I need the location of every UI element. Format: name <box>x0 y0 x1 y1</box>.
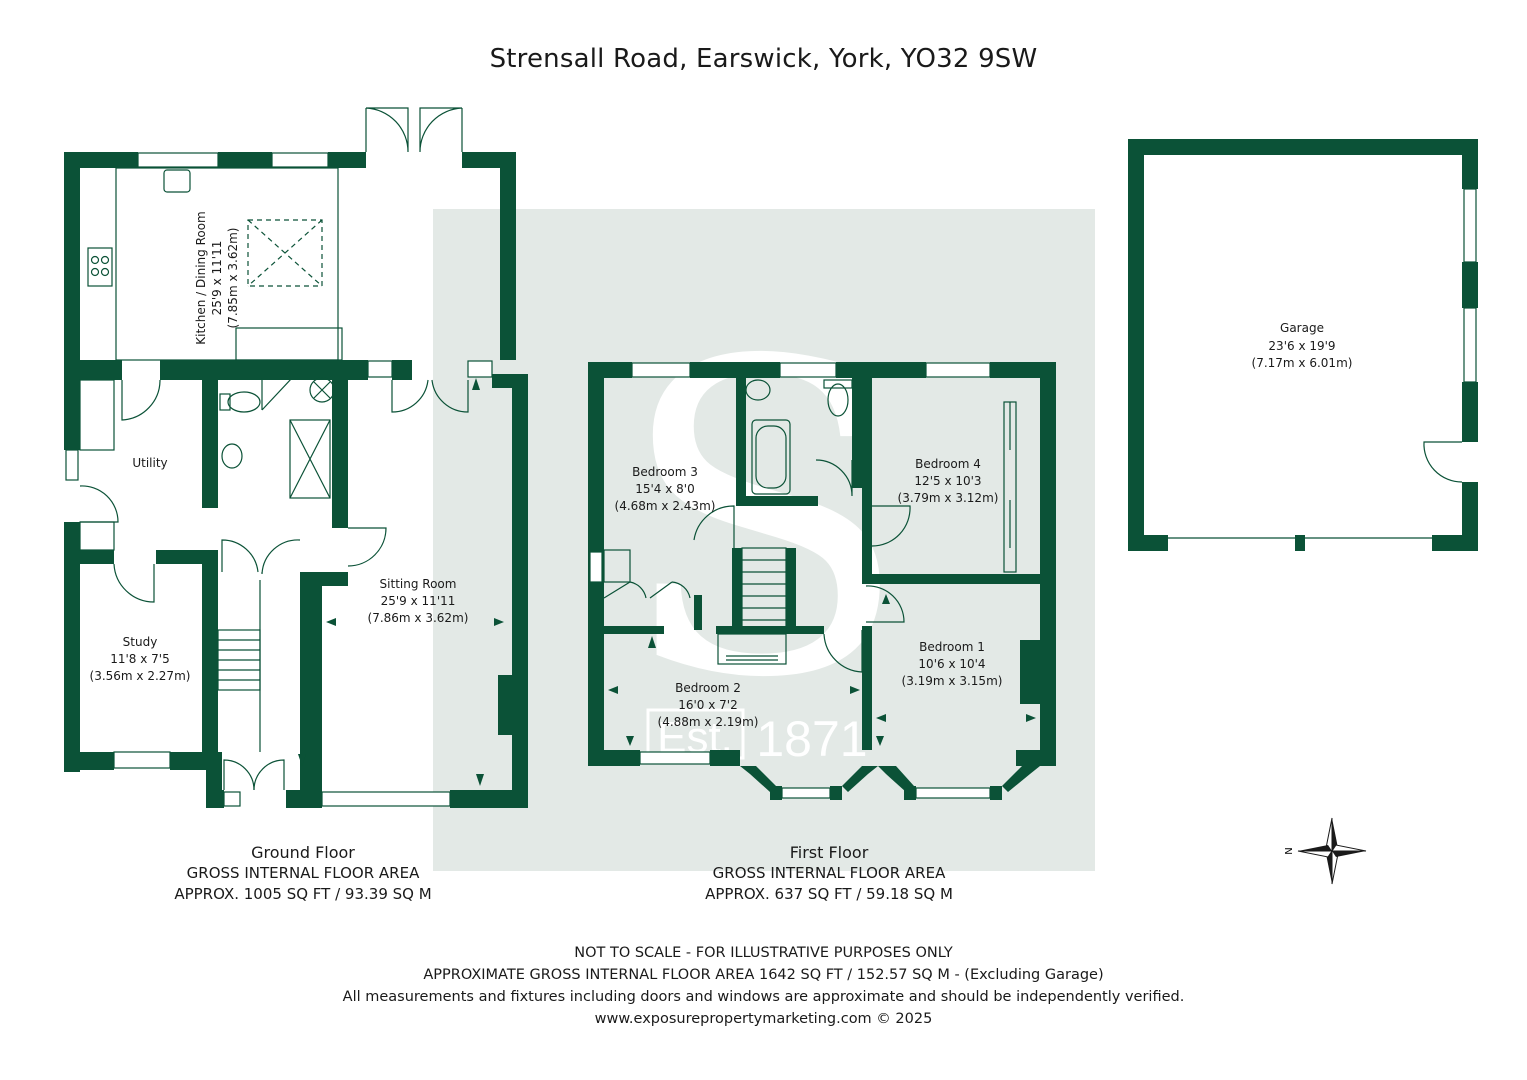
first-floor-area-label: GROSS INTERNAL FLOOR AREA <box>712 864 946 882</box>
garage-name: Garage <box>1280 321 1324 335</box>
bath-icon <box>751 419 791 495</box>
garage-metric: (7.17m x 6.01m) <box>1252 356 1353 370</box>
stairs-first <box>741 547 787 629</box>
first-floor-name: First Floor <box>789 843 869 862</box>
kitchen-name: Kitchen / Dining Room <box>194 211 208 345</box>
ground-floor-area-label: GROSS INTERNAL FLOOR AREA <box>186 864 420 882</box>
first-floor-walls <box>588 362 1056 766</box>
ground-floor-area: APPROX. 1005 SQ FT / 93.39 SQ M <box>174 885 432 903</box>
bedroom3-metric: (4.68m x 2.43m) <box>615 499 716 513</box>
footer-website: www.exposurepropertymarketing.com © 2025 <box>594 1011 933 1027</box>
study-name: Study <box>123 635 158 649</box>
toilet-icon-upper <box>827 383 849 417</box>
bedroom2-imperial: 16'0 x 7'2 <box>678 698 738 712</box>
footer-measurements-note: All measurements and fixtures including … <box>342 989 1185 1005</box>
ground-floor-doors <box>79 107 469 791</box>
ground-floor-walls <box>64 152 528 808</box>
garage-imperial: 23'6 x 19'9 <box>1268 339 1335 353</box>
chimney-breast <box>235 327 343 361</box>
kitchen-fixtures <box>79 167 343 551</box>
wc-fixtures <box>219 377 335 499</box>
bay-windows <box>740 766 1040 800</box>
hob-icon <box>87 247 113 287</box>
study-imperial: 11'8 x 7'5 <box>110 652 170 666</box>
bedroom1-metric: (3.19m x 3.15m) <box>902 674 1003 688</box>
kitchen-label: Kitchen / Dining Room 25'9 x 11'11 (7.85… <box>194 211 240 345</box>
ground-floor-markers <box>298 378 504 786</box>
ground-floor-name: Ground Floor <box>251 843 355 862</box>
bedroom4-imperial: 12'5 x 10'3 <box>914 474 981 488</box>
basin-icon-upper <box>745 379 771 401</box>
first-floor-windows <box>589 362 991 765</box>
skylight-icon <box>247 219 323 287</box>
study-metric: (3.56m x 2.27m) <box>90 669 191 683</box>
garage-windows <box>1463 188 1477 383</box>
kitchen-metric: (7.85m x 3.62m) <box>226 228 240 329</box>
utility-worktop <box>79 379 115 451</box>
bedroom1-name: Bedroom 1 <box>919 640 985 654</box>
sitting-imperial: 25'9 x 11'11 <box>381 594 456 608</box>
kitchen-imperial: 25'9 x 11'11 <box>210 241 224 316</box>
bedroom1-imperial: 10'6 x 10'4 <box>918 657 985 671</box>
kitchen-island <box>115 167 339 361</box>
garage-walls <box>1128 139 1478 551</box>
shower-icon <box>289 419 331 499</box>
bedroom3-name: Bedroom 3 <box>632 465 698 479</box>
footer-total-area: APPROXIMATE GROSS INTERNAL FLOOR AREA 16… <box>423 967 1104 983</box>
utility-name: Utility <box>132 456 167 470</box>
watermark-panel <box>433 209 1095 871</box>
footer: NOT TO SCALE - FOR ILLUSTRATIVE PURPOSES… <box>0 942 1527 1030</box>
first-floor-caption: First Floor GROSS INTERNAL FLOOR AREA AP… <box>676 842 982 905</box>
ground-floor-windows <box>65 152 493 807</box>
sitting-metric: (7.86m x 3.62m) <box>368 611 469 625</box>
watermark-year: 1871 <box>756 711 867 767</box>
first-floor-markers <box>608 594 1036 746</box>
garage-doors <box>1168 441 1463 539</box>
first-floor-fixtures <box>603 379 1017 665</box>
ground-floor-plan: Kitchen / Dining Room 25'9 x 11'11 (7.85… <box>64 107 528 808</box>
bedroom2-metric: (4.88m x 2.19m) <box>658 715 759 729</box>
footer-disclaimer: NOT TO SCALE - FOR ILLUSTRATIVE PURPOSES… <box>574 945 953 961</box>
bedroom3-imperial: 15'4 x 8'0 <box>635 482 695 496</box>
toilet-icon <box>227 391 261 413</box>
sink-icon <box>163 169 191 193</box>
watermark: S Est. 1871 <box>433 209 1095 871</box>
stairs-ground <box>217 580 261 752</box>
bedroom4-name: Bedroom 4 <box>915 457 981 471</box>
page-title: Strensall Road, Earswick, York, YO32 9SW <box>489 44 1038 74</box>
ground-floor-caption: Ground Floor GROSS INTERNAL FLOOR AREA A… <box>150 842 456 905</box>
sitting-name: Sitting Room <box>380 577 457 591</box>
bedroom2-name: Bedroom 2 <box>675 681 741 695</box>
compass-north-label: N <box>1284 847 1295 854</box>
basin-icon <box>221 443 243 469</box>
compass-rose-icon: N <box>1284 817 1367 885</box>
first-floor-doors <box>603 459 911 673</box>
garage-plan: Garage 23'6 x 19'9 (7.17m x 6.01m) <box>1128 139 1478 551</box>
bedroom4-metric: (3.79m x 3.12m) <box>898 491 999 505</box>
first-floor-area: APPROX. 637 SQ FT / 59.18 SQ M <box>705 885 953 903</box>
first-floor-plan: Bedroom 3 15'4 x 8'0 (4.68m x 2.43m) Bed… <box>588 362 1056 800</box>
